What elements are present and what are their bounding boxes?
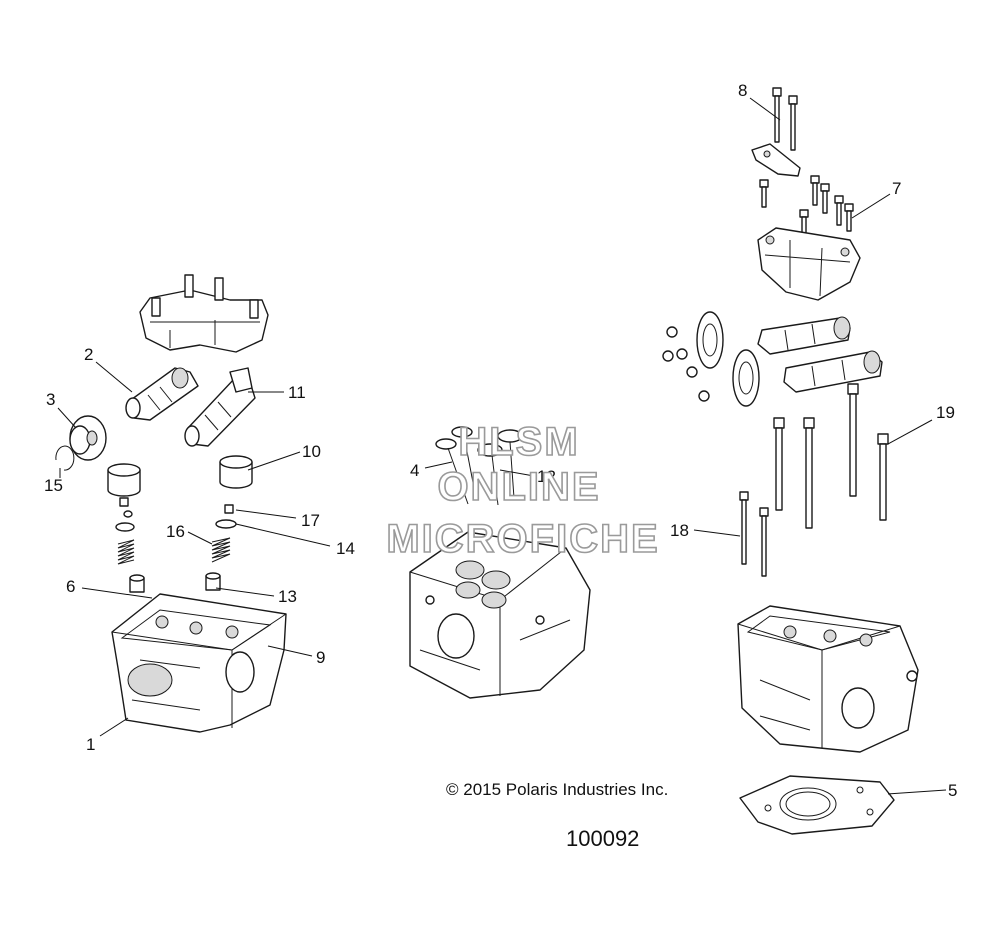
- callout-19: 19: [936, 403, 955, 422]
- cam-carrier-left: [139, 274, 269, 353]
- watermark: HLSM ONLINE MICROFICHE: [386, 419, 659, 562]
- callout-2: 2: [84, 345, 93, 364]
- callout-numbers: 1 2 3 4 5 6 7 8 9 10 11 12 13 14 15 16 1…: [44, 81, 957, 800]
- cylinder-head-center: [409, 531, 591, 699]
- callout-11: 11: [288, 383, 306, 402]
- callout-9: 9: [316, 648, 325, 667]
- long-bolts: [772, 87, 798, 151]
- callout-14: 14: [336, 539, 355, 558]
- callout-12: 12: [537, 467, 556, 486]
- camshaft-intake: [125, 367, 199, 421]
- callout-13: 13: [278, 587, 297, 606]
- callout-10: 10: [302, 442, 321, 461]
- callout-8: 8: [738, 81, 747, 100]
- valve-stem-seals: [129, 572, 221, 593]
- cam-sprockets-right: [696, 311, 760, 407]
- copyright-text: © 2015 Polaris Industries Inc.: [446, 780, 668, 799]
- cam-sprocket-left: [69, 415, 107, 461]
- camshafts-right: [757, 316, 883, 393]
- cylinder-head-right: [737, 605, 919, 753]
- watermark-line3: MICROFICHE: [386, 517, 659, 561]
- sprocket-bolts: [662, 326, 710, 402]
- callout-16: 16: [166, 522, 185, 541]
- camshaft-exhaust: [184, 367, 256, 447]
- tappet-bucket: [107, 455, 253, 497]
- chain-guide-bracket: [751, 143, 801, 177]
- callout-6: 6: [66, 577, 75, 596]
- short-head-bolts: [739, 491, 769, 577]
- valves: [435, 426, 523, 506]
- callout-1: 1: [86, 735, 95, 754]
- circlip: [55, 445, 75, 471]
- cam-carrier-right: [757, 227, 861, 301]
- valve-spring-left: [117, 537, 231, 565]
- callout-4: 4: [410, 461, 419, 480]
- callout-3: 3: [46, 390, 55, 409]
- cylinder-head-left: [111, 593, 287, 733]
- short-bolts: [759, 175, 854, 240]
- head-bolts: [773, 383, 889, 529]
- leader-lines: [57, 97, 947, 795]
- callout-7: 7: [892, 179, 901, 198]
- callout-18: 18: [670, 521, 689, 540]
- callout-5: 5: [948, 781, 957, 800]
- head-gasket: [739, 775, 895, 835]
- callout-15: 15: [44, 476, 63, 495]
- callout-17: 17: [301, 511, 320, 530]
- watermark-line2: ONLINE: [437, 465, 600, 509]
- watermark-line1: HLSM: [458, 420, 579, 464]
- diagram-number: 100092: [566, 826, 639, 851]
